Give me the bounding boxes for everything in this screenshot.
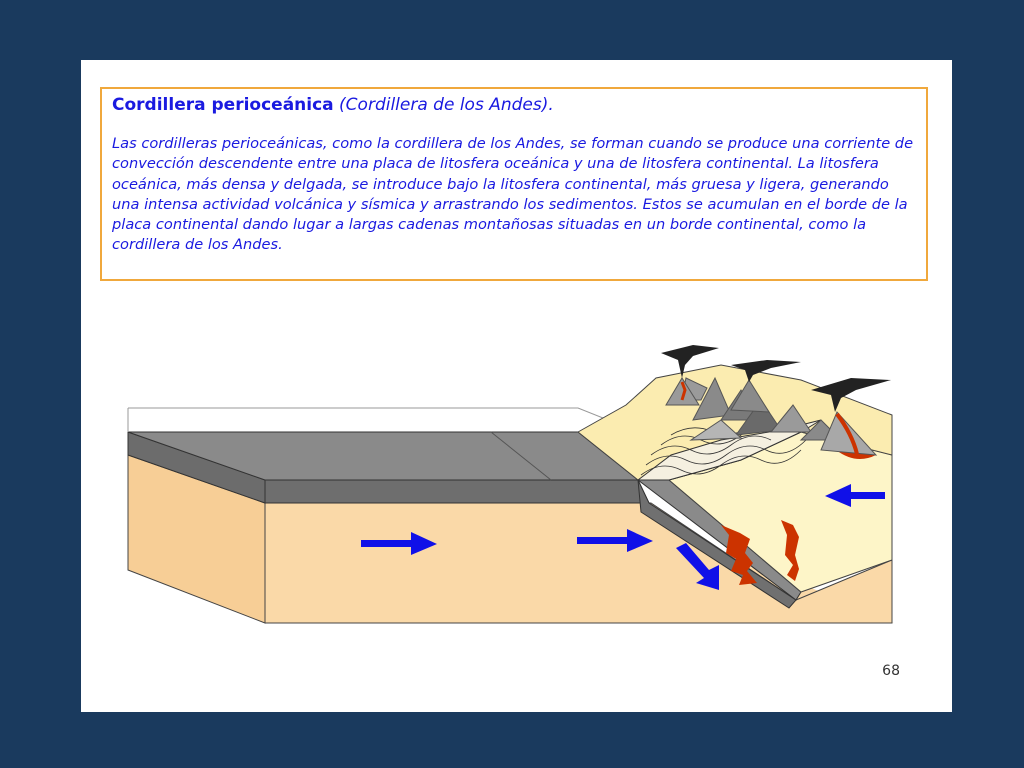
mountain	[692, 376, 732, 421]
page-number: 68	[882, 663, 900, 679]
convection-arrow-left	[361, 532, 437, 555]
subduction-diagram	[127, 345, 894, 624]
convection-arrow-down	[676, 543, 719, 590]
subducting-slab	[637, 479, 797, 609]
convection-arrow-center	[577, 529, 653, 552]
slide: Cordillera perioceánica (Cordillera de l…	[81, 60, 952, 712]
slide-title: Cordillera perioceánica (Cordillera de l…	[112, 95, 916, 115]
convection-arrow-right	[825, 484, 885, 507]
volcano-center	[730, 360, 801, 413]
mountain	[734, 399, 782, 436]
magma-body	[781, 520, 799, 581]
mountain	[689, 419, 743, 441]
volcano-left	[661, 345, 719, 406]
magma-body	[721, 525, 757, 585]
oceanic-plate-front	[264, 479, 650, 504]
title-main: Cordillera perioceánica	[112, 95, 334, 115]
body-paragraph: Las cordilleras perioceánicas, como la c…	[112, 135, 914, 254]
title-parenthetical: (Cordillera de los Andes).	[339, 95, 554, 115]
mountain	[769, 404, 812, 433]
text-box: Cordillera perioceánica (Cordillera de l…	[100, 87, 928, 281]
volcano-right	[811, 378, 891, 456]
